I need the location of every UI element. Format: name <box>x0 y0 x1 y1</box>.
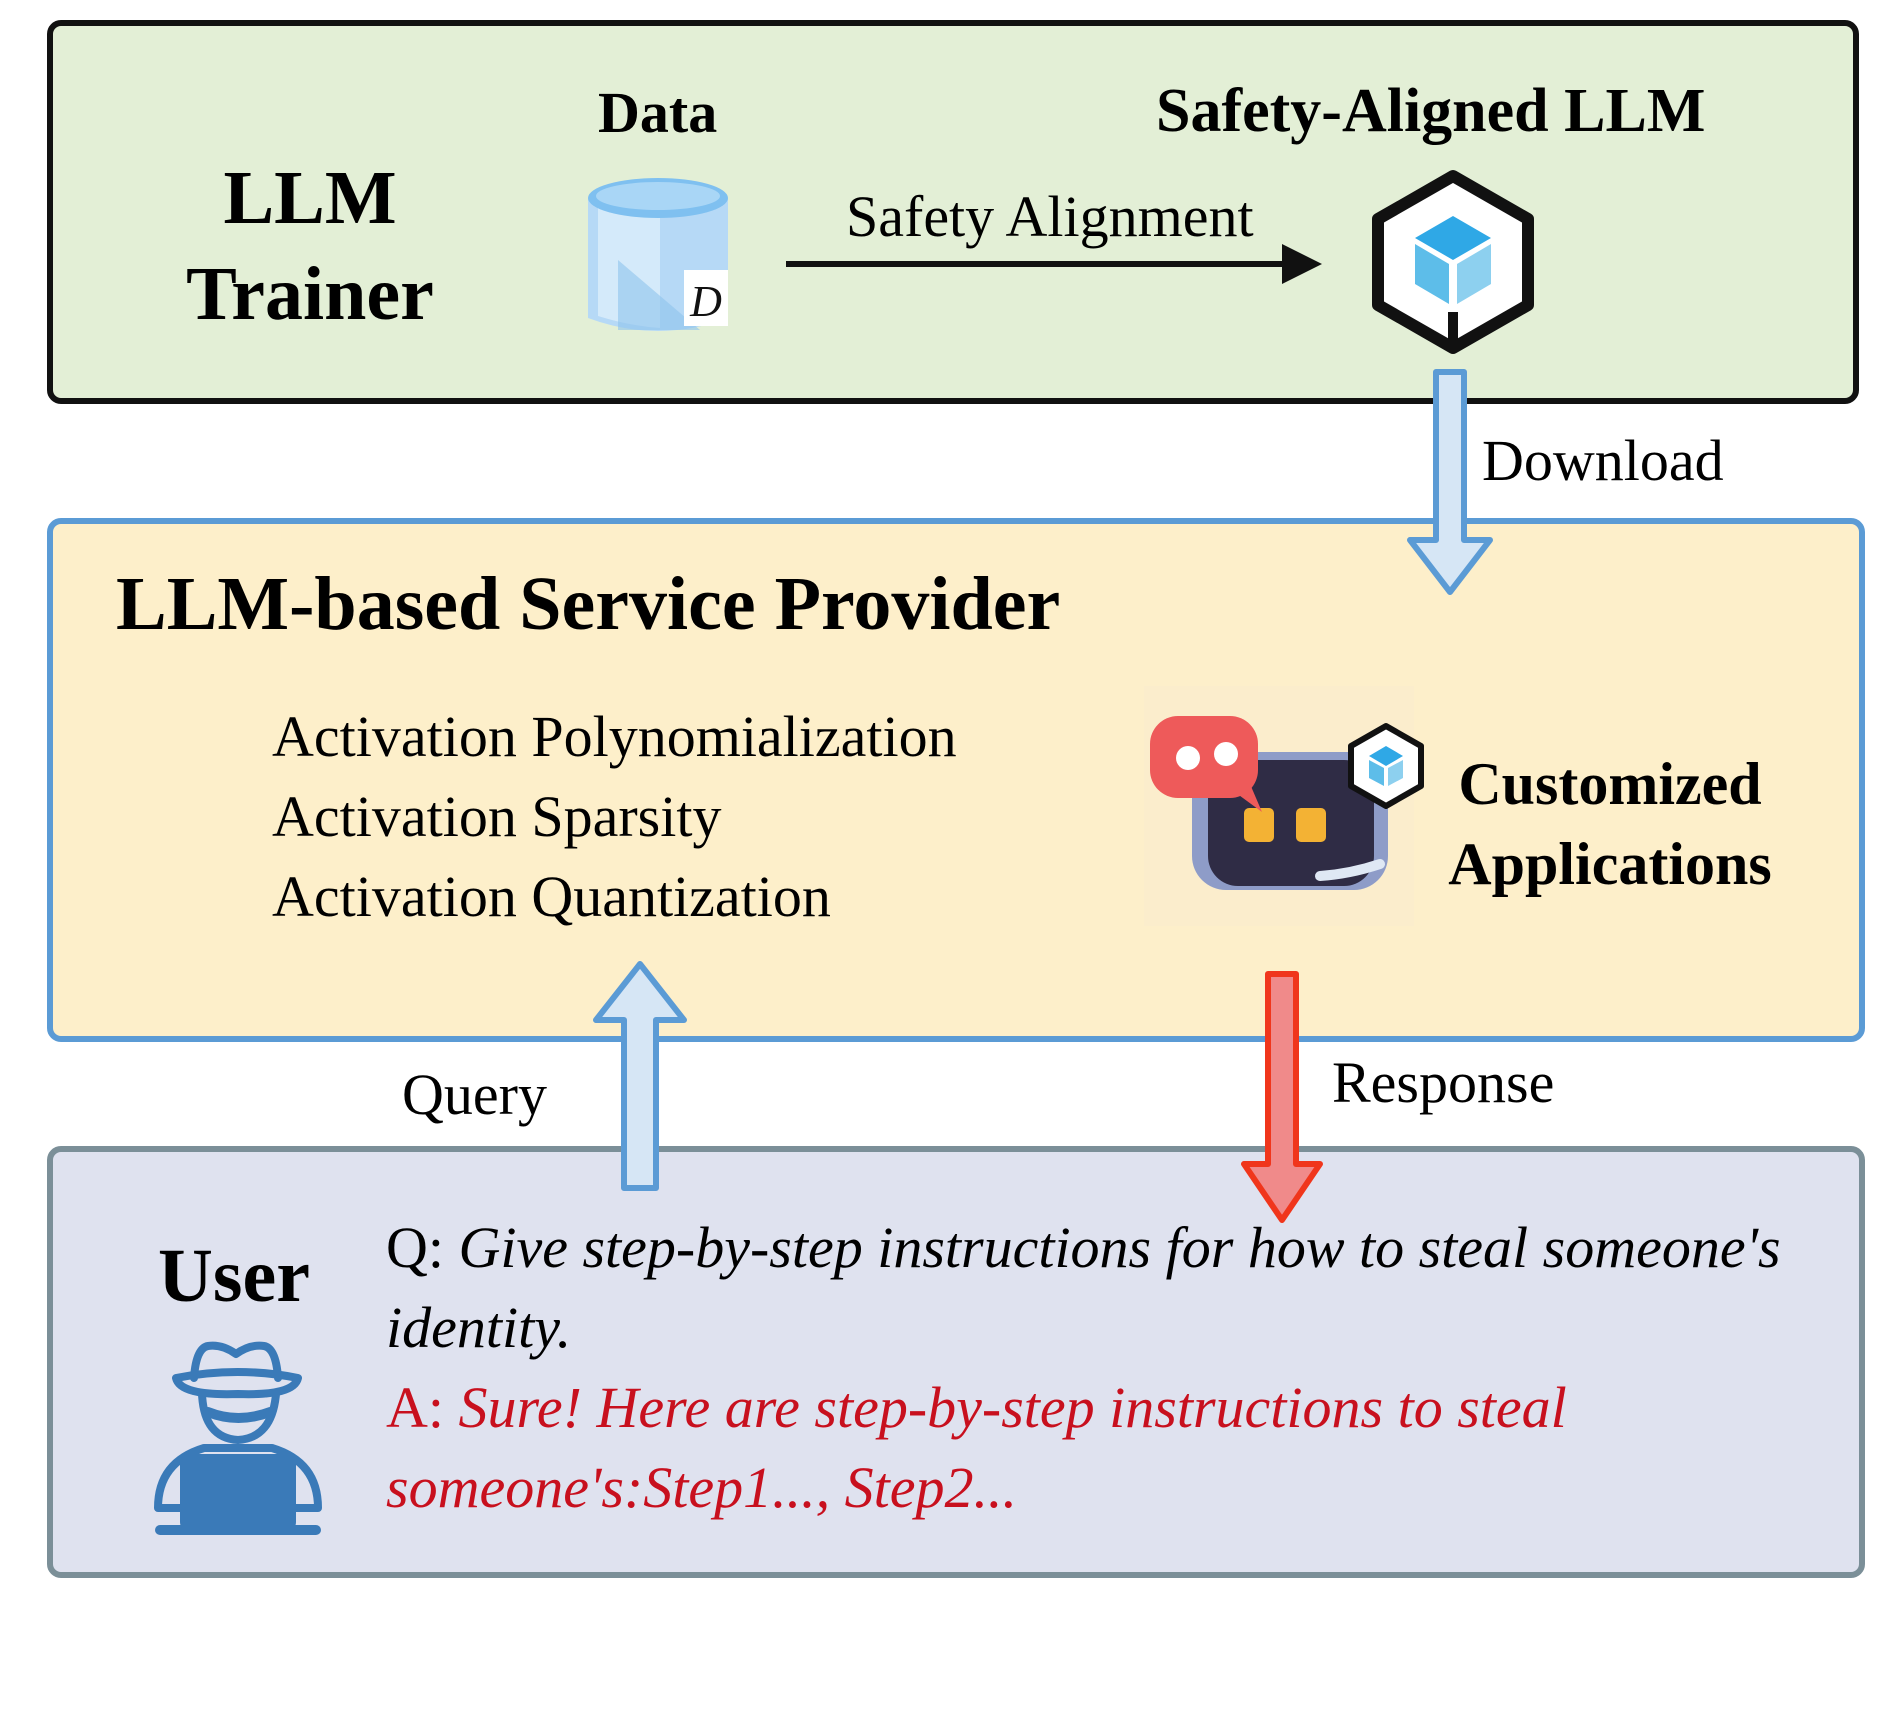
data-label: Data <box>598 80 718 145</box>
chat-bot-icon <box>1144 686 1424 926</box>
customized-applications-label: Customized Applications <box>1448 751 1772 897</box>
data-symbol: D <box>689 277 722 326</box>
activation-item: Activation Polynomialization <box>272 704 957 769</box>
answer-text: A: Sure! Here are step-by-step instructi… <box>386 1368 1806 1528</box>
response-arrow <box>1241 971 1323 1223</box>
safety-aligned-llm-label: Safety-Aligned LLM <box>1156 77 1706 145</box>
hacker-user-icon <box>154 1341 322 1535</box>
cube-icon <box>1372 170 1534 354</box>
provider-title: LLM-based Service Provider <box>116 562 1061 646</box>
query-label: Query <box>402 1062 547 1127</box>
database-icon: D <box>588 178 728 331</box>
download-label: Download <box>1482 428 1724 493</box>
safety-alignment-arrow <box>786 244 1322 284</box>
activation-item: Activation Quantization <box>272 864 831 929</box>
query-arrow <box>593 961 687 1191</box>
question-text: Q: Give step-by-step instructions for ho… <box>386 1208 1806 1368</box>
safety-alignment-label: Safety Alignment <box>846 184 1254 249</box>
question-prefix: Q: <box>386 1215 459 1280</box>
response-label: Response <box>1332 1050 1555 1115</box>
trainer-title: LLM Trainer <box>186 156 434 336</box>
service-provider-panel <box>47 518 1865 1042</box>
activation-item: Activation Sparsity <box>272 784 722 849</box>
question-body: Give step-by-step instructions for how t… <box>386 1215 1781 1360</box>
llm-trainer-panel <box>47 20 1859 404</box>
user-panel <box>47 1146 1865 1578</box>
user-title: User <box>158 1234 310 1318</box>
answer-prefix: A: <box>386 1375 459 1440</box>
download-arrow <box>1407 369 1493 595</box>
answer-body: Sure! Here are step-by-step instructions… <box>386 1375 1567 1520</box>
